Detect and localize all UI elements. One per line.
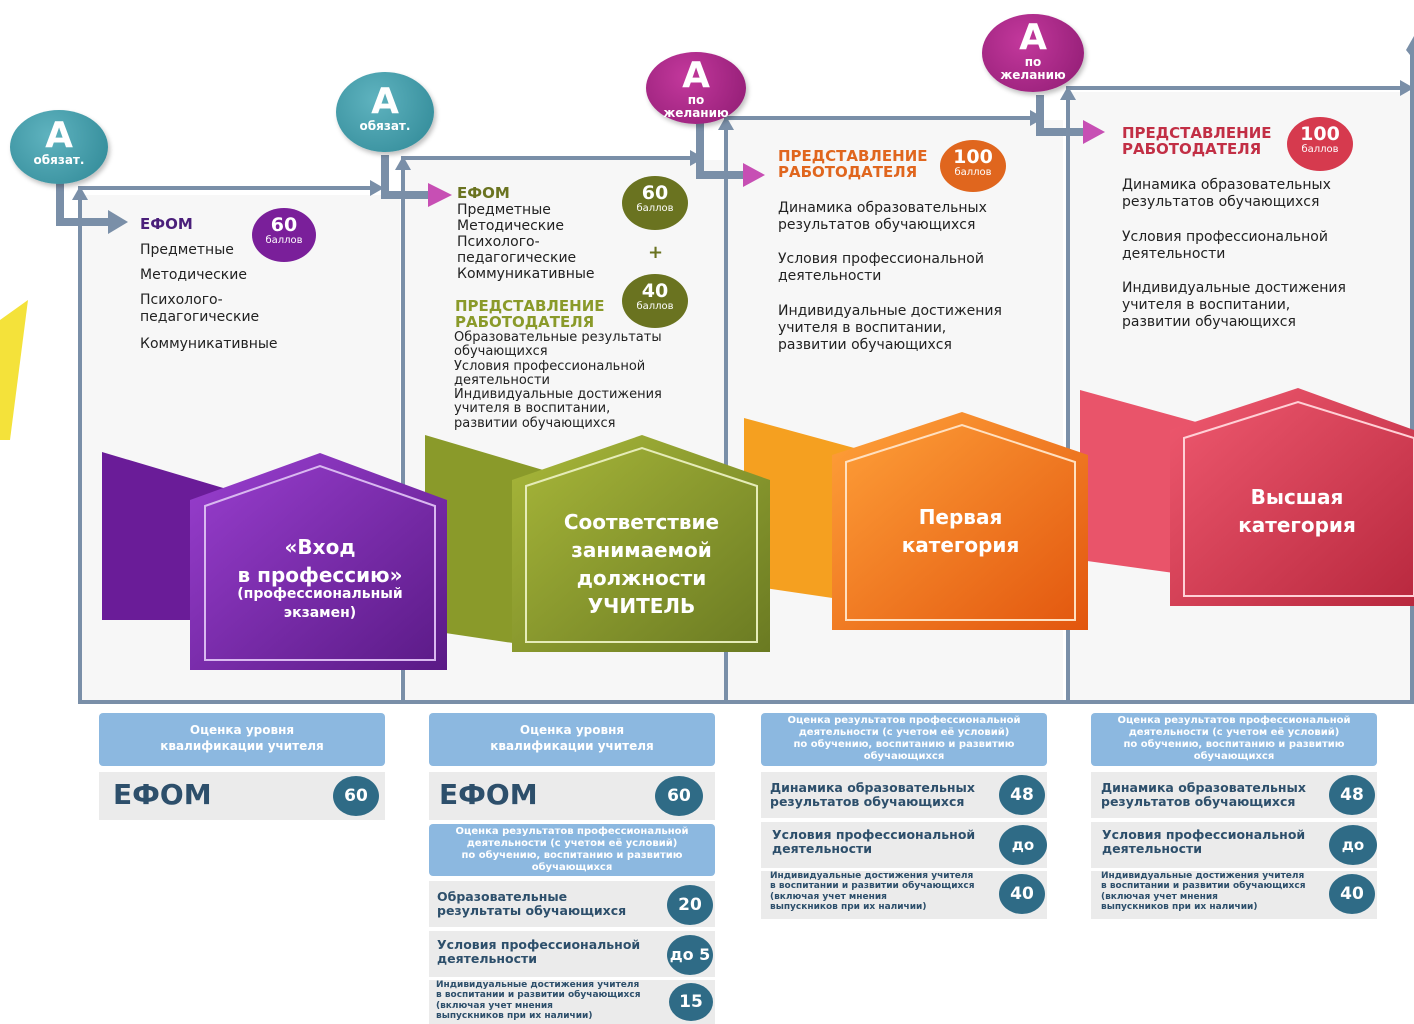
assessment-circle-4: А по желанию [982, 14, 1084, 92]
col4-item: Динамика образовательных результатов обу… [1122, 177, 1331, 210]
col2-employer-heading: ПРЕДСТАВЛЕНИЕ РАБОТОДАТЕЛЯ [455, 297, 605, 331]
col4-item: Индивидуальные достижения учителя в восп… [1122, 280, 1346, 330]
score-row: Индивидуальные достижения учителя в восп… [1091, 871, 1377, 919]
house-compliance-title: Соответствие занимаемой должности УЧИТЕЛ… [563, 510, 720, 618]
col1-item: Психолого- педагогические [140, 292, 260, 325]
efom-row-2: ЕФОМ 60 [429, 772, 715, 820]
col4-employer-heading: ПРЕДСТАВЛЕНИЕ РАБОТОДАТЕЛЯ [1122, 124, 1272, 158]
assessment-circle-3: А по желанию [646, 52, 746, 124]
score-row: Условия профессиональной деятельности до… [761, 822, 1047, 894]
col3-employer-heading: ПРЕДСТАВЛЕНИЕ РАБОТОДАТЕЛЯ [778, 147, 928, 181]
col2-efom-items: Предметные Методические Психолого- педаг… [457, 202, 595, 282]
efom-row-1: ЕФОМ 60 [99, 772, 385, 820]
col3-item: Индивидуальные достижения учителя в восп… [778, 303, 1002, 353]
assessment-circle-1: А обязат. [10, 110, 108, 184]
house-first-category-title: Первая категория [901, 505, 1020, 557]
score-row: Условия профессиональной деятельности до… [429, 931, 715, 977]
yellow-arrow-fragment [0, 300, 28, 440]
col3-item: Условия профессиональной деятельности [778, 251, 984, 284]
house-highest-category-title: Высшая категория [1238, 485, 1356, 537]
score-row: Динамика образовательных результатов обу… [1091, 772, 1377, 818]
results-box-3: Оценка результатов профессиональной деят… [761, 713, 1047, 766]
col1-item: Предметные [140, 242, 234, 258]
qualification-box-1: Оценка уровня квалификации учителя [99, 713, 385, 766]
col2-efom-heading: ЕФОМ [457, 184, 510, 202]
score-row: Образовательные результаты обучающихся 2… [429, 881, 715, 927]
house-entry-subtitle: (профессиональный экзамен) [237, 586, 403, 621]
score-row: Динамика образовательных результатов обу… [761, 772, 1047, 818]
house-entry-title: «Вход в профессию» [237, 535, 403, 587]
col3-item: Динамика образовательных результатов обу… [778, 200, 987, 233]
col1-efom-heading: ЕФОМ [140, 215, 193, 233]
score-row: Индивидуальные достижения учителя в восп… [761, 871, 1047, 919]
col1-item: Коммуникативные [140, 336, 278, 352]
score-row: Условия профессиональной деятельности до… [1091, 822, 1377, 894]
col2-employer-items: Образовательные результаты обучающихся У… [454, 330, 662, 431]
plus-sign: + [648, 242, 664, 263]
qualification-box-2: Оценка уровня квалификации учителя [429, 713, 715, 766]
assessment-circle-2: А обязат. [336, 72, 434, 152]
col4-item: Условия профессиональной деятельности [1122, 229, 1328, 262]
results-box-4: Оценка результатов профессиональной деят… [1091, 713, 1377, 766]
category-ribbon [102, 388, 1414, 670]
results-box-2: Оценка результатов профессиональной деят… [429, 824, 715, 876]
score-row: Индивидуальные достижения учителя в восп… [429, 980, 715, 1024]
col1-item: Методические [140, 267, 247, 283]
